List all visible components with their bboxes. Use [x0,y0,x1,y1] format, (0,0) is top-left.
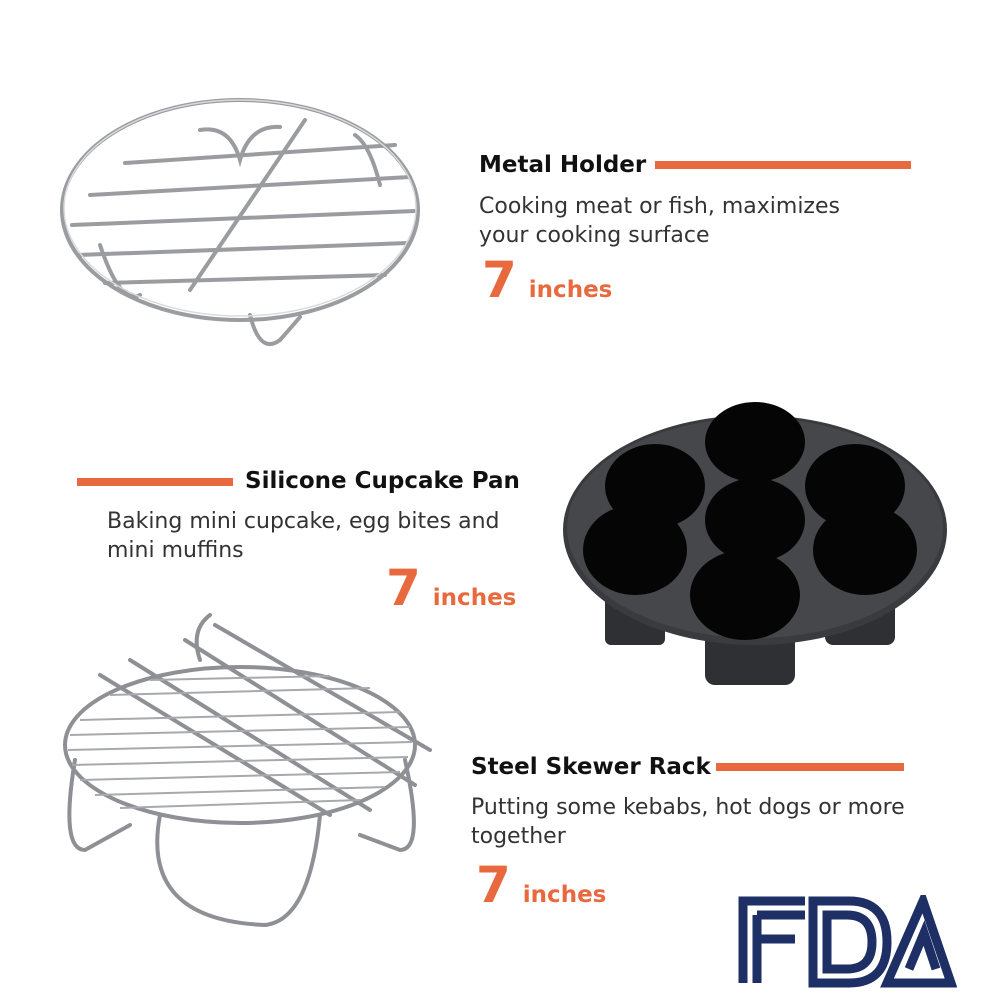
size-number: 7 [476,856,511,914]
metal-rack-icon [60,98,420,347]
size-number: 7 [386,559,421,617]
product-title-cupcake-pan: Silicone Cupcake Pan [245,468,520,494]
size-label: 7 inches [386,563,516,613]
description-line: your cooking surface [479,223,710,248]
description-line: together [471,824,566,849]
product-title-skewer-rack: Steel Skewer Rack [471,754,711,780]
product-title-metal-holder: Metal Holder [479,152,647,178]
description-line: Baking mini cupcake, egg bites and [107,509,500,534]
fda-logo-icon [738,895,957,988]
cupcake-pan-icon [563,402,947,685]
skewer-rack-icon [63,613,432,927]
accent-bar [655,161,911,169]
product-description-skewer-rack: Putting some kebabs, hot dogs or more to… [471,793,971,851]
accent-bar [716,763,904,771]
size-unit: inches [432,585,517,611]
size-label: 7 inches [482,255,612,305]
size-unit: inches [522,882,607,908]
size-unit: inches [528,277,613,303]
accent-bar [77,478,233,486]
description-line: Putting some kebabs, hot dogs or more [471,795,905,820]
size-number: 7 [482,251,517,309]
description-line: Cooking meat or fish, maximizes [479,194,840,219]
product-description-cupcake-pan: Baking mini cupcake, egg bites and mini … [107,507,527,565]
size-label: 7 inches [476,860,606,910]
product-description-metal-holder: Cooking meat or fish, maximizes your coo… [479,192,919,250]
description-line: mini muffins [107,538,244,563]
